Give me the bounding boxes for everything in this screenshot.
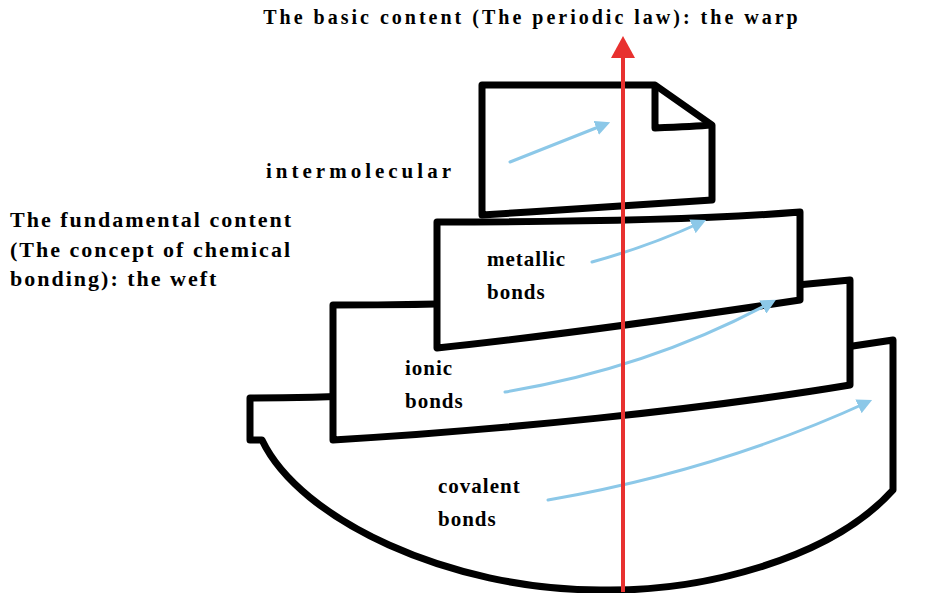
flow-arrow xyxy=(592,222,702,262)
tier-box: intermolecular xyxy=(266,158,471,191)
flow-arrow xyxy=(510,124,606,162)
tier-label: intermolecular xyxy=(266,158,471,185)
flow-arrow xyxy=(505,302,772,392)
tier-label: ionic bonds xyxy=(405,352,485,417)
title-text: The basic content (The periodic law): th… xyxy=(259,4,804,30)
tier-label: metallic bonds xyxy=(487,243,582,308)
tier-label: covalent bonds xyxy=(438,470,538,535)
flow-arrow xyxy=(548,402,868,500)
tier-box: ionic bonds xyxy=(405,352,485,423)
top-tier-fold xyxy=(655,85,712,128)
metallic-tier-shape xyxy=(437,212,800,348)
side-label: The fundamental content (The concept of … xyxy=(10,205,320,294)
warp-arrow xyxy=(611,36,635,592)
tier-box: metallic bonds xyxy=(487,243,582,314)
intermolecular-tier-shape xyxy=(482,85,712,215)
tier-box: covalent bonds xyxy=(438,470,538,541)
